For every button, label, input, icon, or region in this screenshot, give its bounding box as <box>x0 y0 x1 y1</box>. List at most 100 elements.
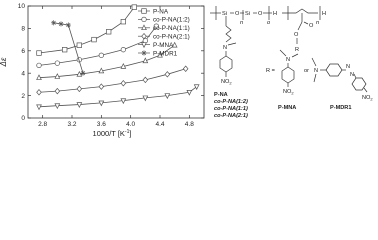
series-5-point-1 <box>58 21 64 27</box>
series-3-point-3 <box>98 83 105 90</box>
series-0-point-3 <box>91 36 97 43</box>
series-0-point-6 <box>131 4 137 10</box>
chart-legend: P-NAco-P-NA(1:2)co-P-NA(1:1)co-P-NA(2:1)… <box>138 8 190 57</box>
backbone-na-si-2: Si <box>245 11 250 17</box>
x-axis-label-end: ] <box>129 129 131 138</box>
legend-marker-1 <box>141 16 147 23</box>
y-tick-label-2: 4 <box>21 70 25 77</box>
series-5-point-1-ray-3 <box>58 21 64 27</box>
series-3-point-4 <box>120 80 127 87</box>
series-2 <box>36 41 178 80</box>
series-5-point-3-ray-3 <box>80 71 86 76</box>
y-tick-label-3: 6 <box>21 48 25 55</box>
mdr-nitro-no: NO <box>362 95 371 101</box>
series-1-point-0 <box>36 62 42 69</box>
or-label: or <box>304 68 309 74</box>
series-0-point-2 <box>76 42 82 48</box>
chart-series <box>36 4 200 111</box>
na-nitro-no: NO <box>221 79 230 85</box>
backbone-na: Si O Si O H n o N NO2 <box>210 6 277 86</box>
x-tick-label-0: 2.8 <box>38 121 47 128</box>
series-4-point-1 <box>54 103 61 110</box>
legend-marker-0 <box>141 8 147 14</box>
chemical-structures: Si O Si O H n o N NO2 P-NA co-P-NA(1:2) … <box>210 6 373 119</box>
legend-label-4: P-MNA <box>153 42 174 49</box>
mdr-azo-n1: N <box>346 64 350 70</box>
legend-marker-3 <box>141 32 147 40</box>
series-3-point-0 <box>36 89 42 96</box>
acrylate-h: H <box>322 11 326 17</box>
series-1-point-4 <box>120 47 126 53</box>
mdr-nitro: NO2 <box>362 95 373 102</box>
acrylate-r: R <box>295 47 299 53</box>
legend-marker-5-ray-3 <box>141 50 147 56</box>
series-3-point-5 <box>142 76 149 84</box>
series-5 <box>51 20 86 76</box>
backbone-na-o-2: O <box>258 11 263 17</box>
na-nitro: NO2 <box>221 79 232 86</box>
series-3 <box>36 65 189 96</box>
r-equals-label: R = <box>266 68 275 74</box>
x-axis-label-exponent: -1 <box>125 129 130 135</box>
plot-frame <box>27 5 205 119</box>
series-5-point-0-ray-3 <box>51 20 56 25</box>
series-2-line <box>38 44 175 79</box>
x-tick-label-2: 3.6 <box>97 121 106 128</box>
x-axis-label: 1000/T [K-1] <box>93 129 132 138</box>
legend-label-3: co-P-NA(2:1) <box>153 34 190 41</box>
series-0-point-4 <box>106 29 112 35</box>
acrylate-repeat-n: n <box>316 20 319 26</box>
mna-nitro-subscript: 2 <box>291 91 294 96</box>
series-4-point-4 <box>120 98 127 105</box>
series-2-point-6 <box>157 51 163 58</box>
mna-nitro: NO2 <box>283 89 294 96</box>
legend-label-5: P-MDR1 <box>153 50 178 57</box>
series-5-point-2 <box>65 22 71 28</box>
na-nitro-subscript: 2 <box>229 81 232 86</box>
series-4-point-6 <box>164 93 171 100</box>
series-3-point-6 <box>164 71 171 78</box>
series-2-point-3 <box>98 67 105 74</box>
series-4 <box>36 84 200 111</box>
series-5-line <box>53 22 84 74</box>
series-5-point-3 <box>80 70 86 76</box>
series-2-point-1 <box>54 73 61 79</box>
x-tick-label-4: 4.4 <box>155 121 164 128</box>
series-4-point-7 <box>186 89 193 96</box>
series-4-point-2 <box>76 102 83 109</box>
series-4-point-0 <box>36 104 42 111</box>
x-tick-label-3: 4.0 <box>126 121 135 128</box>
y-tick-label-4: 8 <box>21 26 25 33</box>
series-3-point-1 <box>54 87 61 95</box>
backbone-acrylate: H n O O R <box>282 6 326 53</box>
label-p-na: P-NA <box>214 92 228 98</box>
series-3-point-7 <box>182 65 189 72</box>
label-co-p-na-1-2: co-P-NA(1:2) <box>214 99 248 105</box>
y-tick-label-5: 10 <box>18 3 26 10</box>
y-tick-label-1: 2 <box>21 93 25 100</box>
series-4-point-3 <box>98 100 105 107</box>
series-2-point-4 <box>120 62 127 69</box>
x-tick-label-1: 3.2 <box>67 121 76 128</box>
series-4-point-8 <box>193 84 200 91</box>
series-0-point-1 <box>62 47 68 53</box>
backbone-na-si-1: Si <box>222 11 227 17</box>
series-2-point-5 <box>142 57 149 64</box>
mna-amine-n: N <box>286 57 290 63</box>
acrylate-ester-o: O <box>309 23 314 29</box>
series-2-point-2 <box>76 70 83 77</box>
series-4-point-5 <box>142 95 149 102</box>
series-0 <box>36 4 137 56</box>
x-axis-label-main: 1000/T [K <box>93 129 125 138</box>
repeat-label-n: n <box>240 20 243 26</box>
series-0-point-0 <box>36 50 42 56</box>
legend-label-2: co-P-NA(1:1) <box>153 25 190 32</box>
series-0-line <box>38 6 135 54</box>
label-co-p-na-1-1: co-P-NA(1:1) <box>214 106 248 112</box>
series-3-line <box>38 68 186 93</box>
mdr-azo-n2: N <box>350 72 354 78</box>
structure-p-mna: R = N NO2 P-MNA or <box>266 49 309 111</box>
backbone-na-o-1: O <box>235 11 240 17</box>
series-1 <box>36 23 159 69</box>
